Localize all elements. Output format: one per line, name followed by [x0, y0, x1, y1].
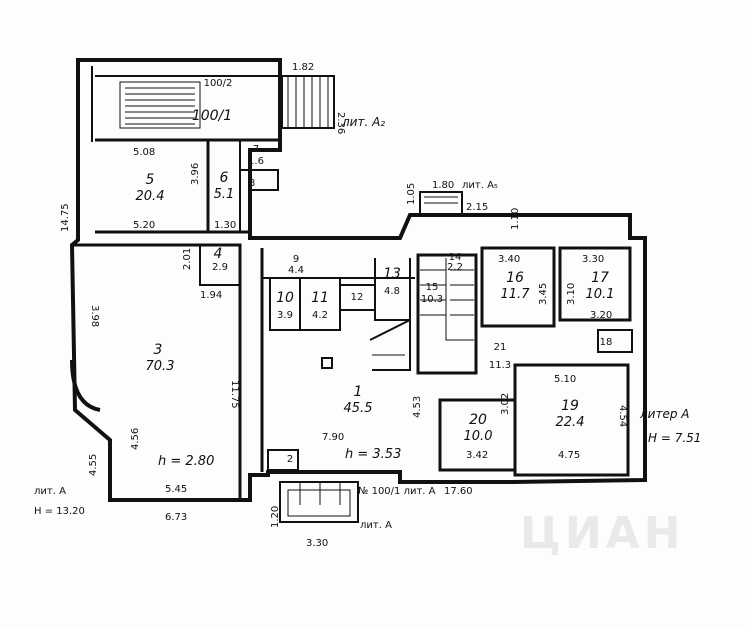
- room-area: 3.9: [277, 310, 293, 321]
- dimension-label: 4.75: [558, 450, 580, 461]
- height-label: h = 2.80: [158, 454, 214, 469]
- room-area: 22.4: [556, 415, 585, 430]
- dimension-label: 3.20: [590, 310, 612, 321]
- dimension-label: 3.10: [566, 283, 577, 305]
- lit-label: лит. А₅: [462, 180, 498, 191]
- room-area: 5.1: [214, 187, 235, 202]
- room-number: 10: [276, 290, 294, 306]
- dimension-label: 3.98: [89, 305, 100, 327]
- dimension-label: 2.15: [466, 202, 488, 213]
- room-number: 5: [146, 172, 155, 188]
- room-number: 11: [311, 290, 329, 306]
- dimension-label: 1.10: [510, 208, 521, 230]
- room-number: 14: [449, 252, 462, 263]
- dimension-labels: 1.82 2.36 5.08 3.96 1.30 5.20 14.75 2.01…: [60, 62, 628, 549]
- room-number: 13: [383, 266, 401, 282]
- dimension-label: 1.30: [214, 220, 236, 231]
- room-area: 70.3: [146, 359, 175, 374]
- dimension-label: 4.56: [130, 428, 141, 450]
- room-number: 3: [154, 342, 163, 358]
- dimension-label: 3.30: [582, 254, 604, 265]
- room-area: 2.9: [212, 262, 228, 273]
- dimension-label: 4.53: [412, 396, 423, 418]
- lit-label: лит. А: [34, 486, 66, 497]
- dimension-label: 4.54: [617, 405, 628, 427]
- height-label: H = 7.51: [648, 431, 701, 445]
- dimension-label: 5.10: [554, 374, 576, 385]
- dimension-label: 1.82: [292, 62, 314, 73]
- dimension-label: 3.42: [466, 450, 488, 461]
- room-area: 100/2: [204, 78, 233, 89]
- dimension-label: 5.20: [133, 220, 155, 231]
- dimension-label: 1.94: [200, 290, 222, 301]
- room-number: 18: [600, 337, 613, 348]
- dimension-label: 4.55: [88, 454, 99, 476]
- room-number: 100/1: [192, 108, 232, 124]
- room-area: 20.4: [136, 189, 165, 204]
- room-area: 4.8: [384, 286, 400, 297]
- room-area: 10.1: [586, 287, 615, 302]
- room-area: 1.6: [248, 156, 264, 167]
- notes: лит. А₂ лит. А₅ литер А H = 7.51 h = 2.8…: [34, 115, 701, 531]
- dimension-label: 5.08: [133, 147, 155, 158]
- dimension-label: 3.40: [498, 254, 520, 265]
- room-area: 11.7: [501, 287, 531, 302]
- height-label: h = 3.53: [345, 447, 401, 462]
- dimension-label: 1.80: [432, 180, 454, 191]
- lit-label: лит. А: [360, 520, 392, 531]
- dimension-label: 2.01: [182, 248, 193, 270]
- walls: [69, 58, 647, 523]
- room-number: 16: [506, 270, 524, 286]
- dimension-label: 17.60: [444, 486, 473, 497]
- dimension-label: 2.36: [335, 112, 346, 134]
- dimension-label: 14.75: [60, 203, 71, 232]
- room-number: 12: [351, 292, 364, 303]
- room-number: 15: [426, 282, 439, 293]
- dimension-label: 3.30: [306, 538, 328, 549]
- room-number: 4: [214, 246, 223, 262]
- dimension-label: 6.73: [165, 512, 187, 523]
- room-area: 45.5: [344, 401, 373, 416]
- room-area: 10.0: [464, 429, 493, 444]
- room-number: 19: [561, 398, 579, 414]
- room-number: 8: [249, 178, 255, 189]
- dimension-label: 7.90: [322, 432, 344, 443]
- room-number: 6: [220, 170, 229, 186]
- room-area: 10.3: [421, 294, 443, 305]
- watermark: ЦИАН: [520, 508, 685, 559]
- room-number: 20: [469, 412, 487, 428]
- room-number: 2: [287, 454, 293, 465]
- room-area: 4.2: [312, 310, 328, 321]
- room-area: 11.3: [489, 360, 511, 371]
- room-number: 21: [494, 342, 507, 353]
- dimension-label: 5.45: [165, 484, 187, 495]
- dimension-label: 1.20: [270, 506, 281, 528]
- lit-label: лит. А₂: [341, 115, 385, 129]
- room-number: 7: [253, 144, 259, 155]
- dimension-label: 3.02: [500, 393, 511, 415]
- dimension-label: 3.45: [538, 283, 549, 305]
- room-number: 1: [354, 384, 363, 400]
- dimension-label: 1.05: [406, 183, 417, 205]
- litera-label: литер А: [639, 407, 689, 421]
- room-number: 9: [293, 254, 299, 265]
- room-area: 4.4: [288, 265, 304, 276]
- room-labels: 100/1 100/2 5 20.4 6 5.1 7 1.6 8 3 70.3 …: [136, 78, 615, 465]
- dimension-label: 3.96: [190, 163, 201, 185]
- room-area: 2.2: [447, 262, 463, 273]
- dimension-label: 11.75: [229, 380, 240, 409]
- height-label: H = 13.20: [34, 506, 85, 517]
- room-number: 17: [591, 270, 609, 286]
- lit-label: № 100/1 лит. А: [358, 486, 436, 497]
